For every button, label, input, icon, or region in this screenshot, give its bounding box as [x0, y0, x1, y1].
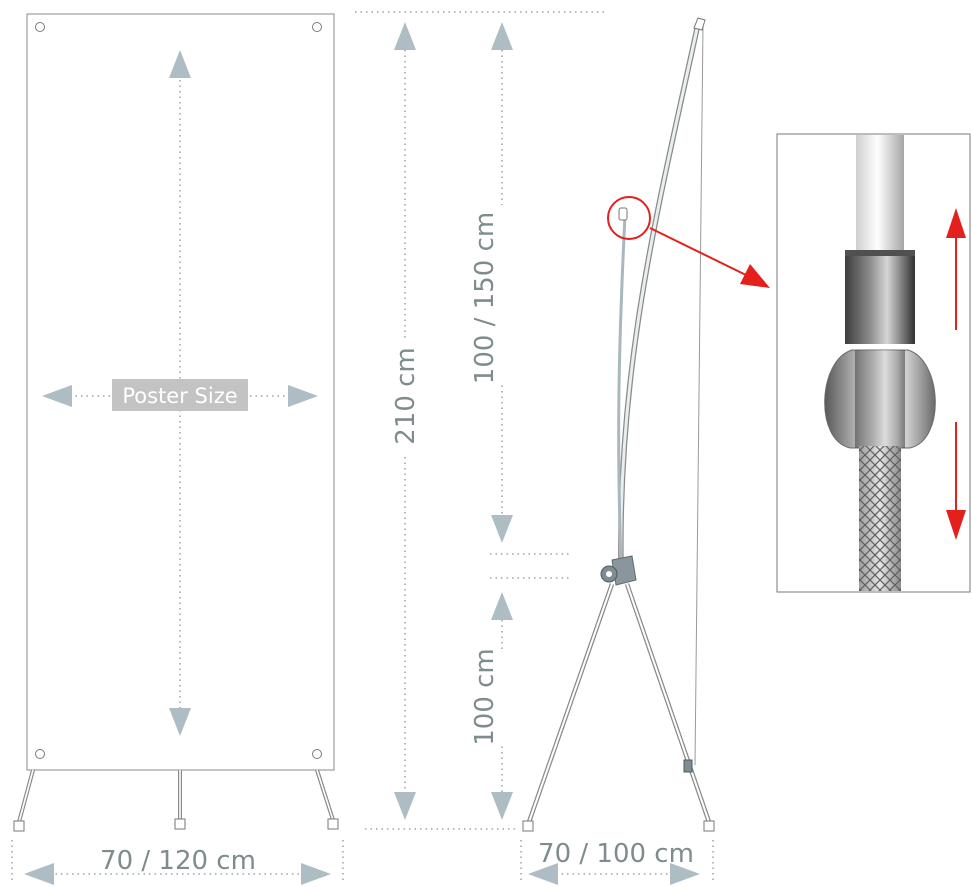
stand-foot-left-inner — [18, 769, 34, 823]
red-arrow-icon — [946, 208, 966, 238]
detail-inset — [776, 133, 971, 593]
upper-height-label: 100 / 150 cm — [470, 212, 500, 384]
detail-sleeve-rim — [845, 250, 915, 256]
upper-pole-highlight — [619, 23, 700, 566]
grommet-top-left — [35, 22, 45, 32]
callout-pointer — [649, 227, 770, 288]
triangle-arrow-icon — [491, 792, 513, 820]
poster-size-label-box — [112, 379, 248, 411]
detail-clamp-core — [855, 350, 905, 448]
triangle-arrow-icon — [42, 385, 72, 407]
lower-height-label-bg — [482, 650, 522, 745]
stand-foot-cap — [522, 820, 534, 832]
poster-width-label: 70 / 120 cm — [100, 846, 256, 876]
stand-foot-cap — [174, 818, 186, 830]
triangle-arrow-icon — [491, 515, 513, 543]
stand-foot-cap — [327, 818, 339, 830]
triangle-arrow-icon — [288, 385, 318, 407]
triangle-arrow-icon — [24, 863, 54, 885]
triangle-arrow-icon — [394, 22, 416, 50]
triangle-arrow-icon — [670, 863, 700, 885]
base-knob-center — [606, 571, 612, 577]
triangle-arrow-icon — [491, 592, 513, 620]
stand-side-view: 70 / 100 cm — [520, 17, 715, 885]
stand-foot-cap — [703, 820, 715, 832]
top-hook — [693, 17, 706, 31]
detail-adjust-sleeve — [845, 250, 915, 344]
highlight-circle — [607, 196, 651, 240]
total-height-label-bg — [385, 340, 425, 455]
triangle-arrow-icon — [169, 50, 191, 78]
upper-height-label-bg — [482, 205, 522, 385]
detail-upper-pole — [856, 135, 904, 255]
triangle-arrow-icon — [528, 863, 558, 885]
stand-leg-rear-inner — [626, 583, 710, 823]
triangle-arrow-icon — [301, 863, 331, 885]
callout-arrow-line — [649, 227, 749, 277]
pole-joint-marker — [618, 207, 628, 221]
tension-cord — [694, 23, 704, 766]
red-arrow-icon — [946, 510, 966, 540]
poster-size-label: Poster Size — [122, 384, 237, 408]
triangle-arrow-icon — [394, 792, 416, 820]
grommet-top-right — [312, 22, 322, 32]
stand-leg-front-inner — [528, 583, 613, 823]
triangle-arrow-icon — [169, 708, 191, 736]
poster-front-view: Poster Size 70 / 120 cm — [11, 13, 344, 885]
base-width-label: 70 / 100 cm — [538, 839, 694, 869]
grommet-bottom-right — [312, 749, 322, 759]
triangle-arrow-icon — [491, 22, 513, 50]
cord-tensioner — [683, 759, 693, 773]
red-arrow-icon — [740, 264, 770, 288]
height-dimensions: 210 cm 100 / 150 cm 100 cm — [355, 11, 605, 830]
stand-foot-cap — [13, 820, 25, 832]
total-height-label: 210 cm — [391, 347, 421, 445]
detail-braided-cable-texture — [859, 446, 901, 591]
grommet-bottom-left — [35, 749, 45, 759]
upper-pole — [618, 23, 701, 566]
stand-foot-right-inner — [316, 769, 334, 821]
upper-pole-lower-section — [617, 214, 627, 566]
lower-height-label: 100 cm — [470, 648, 500, 746]
